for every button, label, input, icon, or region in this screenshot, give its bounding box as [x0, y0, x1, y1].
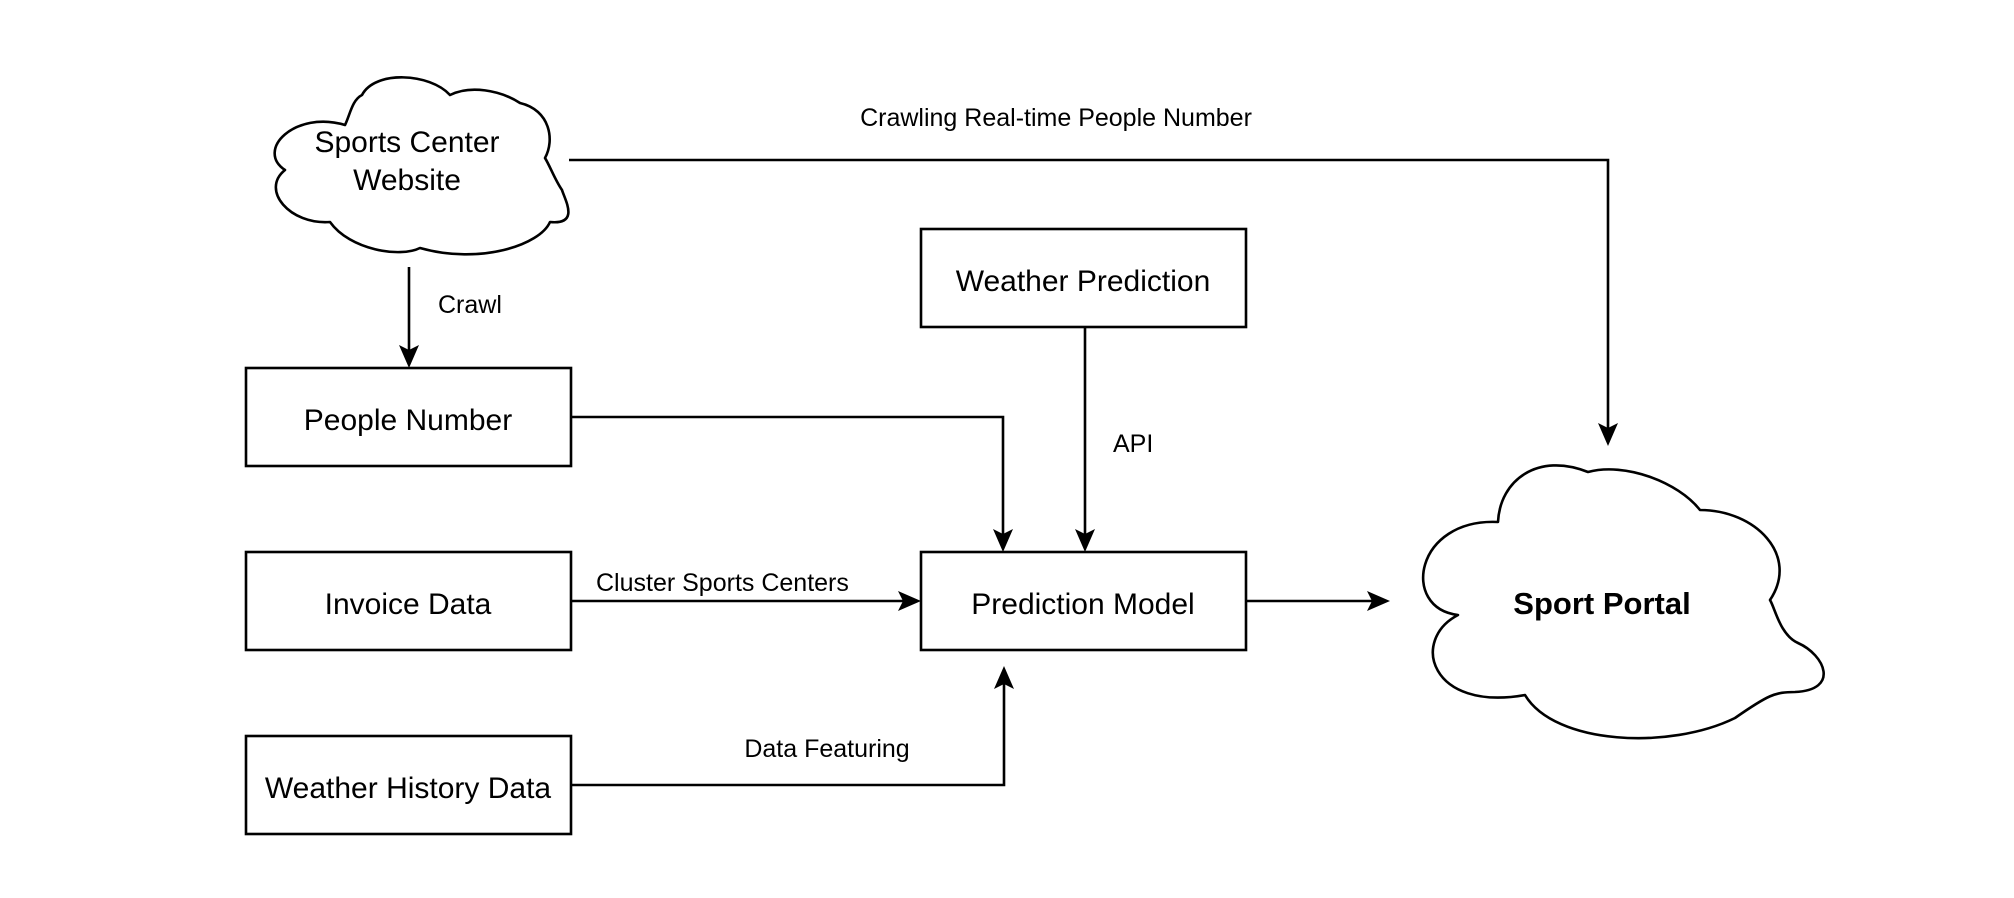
node-sport-portal: Sport Portal: [1421, 464, 1825, 740]
box-shape: [244, 550, 573, 652]
api-label: API: [1113, 430, 1153, 458]
arrowhead-icon: [1598, 423, 1618, 446]
sport-portal-label: Sport Portal: [1513, 586, 1690, 621]
node-weather-prediction: Weather Prediction: [919, 227, 1248, 329]
data-featuring-label: Data Featuring: [744, 735, 909, 763]
arrowhead-icon: [898, 591, 921, 611]
arrowhead-icon: [1367, 591, 1390, 611]
arrowhead-icon: [399, 345, 419, 368]
arrowhead-icon: [994, 666, 1014, 689]
edge-cluster-sports-centers: Cluster Sports Centers: [571, 569, 921, 611]
node-invoice-data: Invoice Data: [244, 550, 573, 652]
cloud-shape: [1421, 464, 1825, 740]
box-shape: [244, 366, 573, 468]
cluster-sports-centers-label: Cluster Sports Centers: [596, 569, 849, 597]
edge-people-to-model: [571, 415, 1013, 552]
node-prediction-model: Prediction Model: [919, 550, 1248, 652]
node-sports-center-website: Sports Center Website: [273, 76, 570, 256]
edge-line: [571, 415, 1005, 534]
box-shape: [919, 227, 1248, 329]
sports-center-website-line1: Sports Center: [314, 126, 499, 159]
edge-model-to-portal: [1246, 591, 1390, 611]
edge-crawl: Crawl: [399, 267, 502, 368]
edge-data-featuring: Data Featuring: [571, 666, 1014, 787]
prediction-model-label: Prediction Model: [971, 588, 1194, 621]
cloud-shape: [273, 76, 570, 256]
edge-line: [571, 684, 1006, 787]
weather-prediction-label: Weather Prediction: [956, 265, 1211, 298]
node-weather-history-data: Weather History Data: [244, 734, 573, 836]
arrowhead-icon: [1075, 529, 1095, 552]
edge-api: API: [1075, 327, 1153, 552]
crawl-label: Crawl: [438, 291, 502, 319]
box-shape: [919, 550, 1248, 652]
node-people-number: People Number: [244, 366, 573, 468]
sports-center-website-line2: Website: [353, 164, 461, 197]
edge-line: [569, 158, 1610, 428]
weather-history-data-label: Weather History Data: [265, 772, 552, 805]
crawling-realtime-label: Crawling Real-time People Number: [860, 104, 1252, 132]
arrowhead-icon: [993, 529, 1013, 552]
people-number-label: People Number: [304, 404, 512, 437]
invoice-data-label: Invoice Data: [325, 588, 492, 621]
edge-crawling-realtime: Crawling Real-time People Number: [569, 104, 1618, 446]
